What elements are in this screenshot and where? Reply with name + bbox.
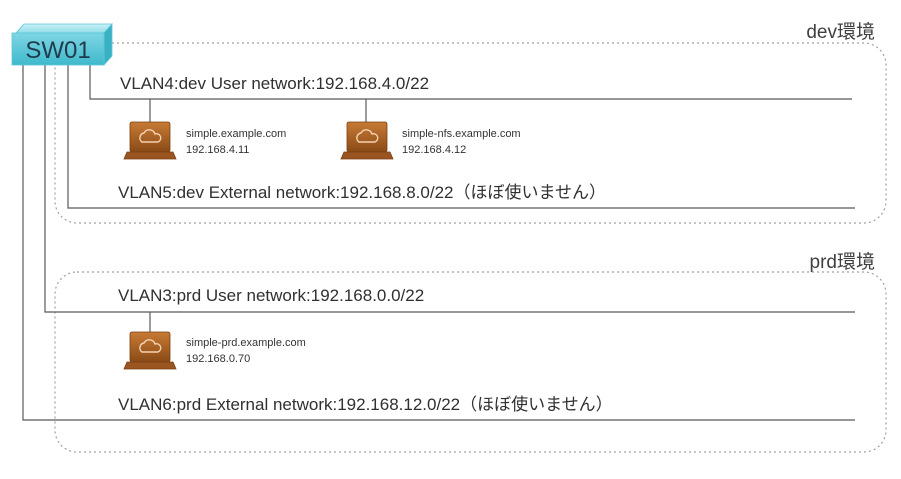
vlan6-link — [22, 64, 855, 421]
prd-environment-box — [54, 271, 887, 453]
vlan4-link — [89, 62, 852, 100]
switch-icon: SW01 — [11, 22, 113, 67]
vlan3-label: VLAN3:prd User network:192.168.0.0/22 — [118, 286, 424, 305]
dev-environment-label: dev環境 — [806, 21, 875, 43]
server-icon — [123, 331, 177, 370]
host-name: simple-nfs.example.com — [402, 128, 521, 140]
vlan5-label: VLAN5:dev External network:192.168.8.0/2… — [118, 182, 606, 202]
host-ip: 192.168.4.12 — [402, 144, 466, 156]
vlan4-label: VLAN4:dev User network:192.168.4.0/22 — [120, 74, 429, 93]
host-ip: 192.168.4.11 — [186, 144, 249, 156]
vlan5-link — [67, 64, 855, 209]
server-icon — [340, 121, 394, 160]
switch-label: SW01 — [25, 37, 90, 64]
vlan6-label: VLAN6:prd External network:192.168.12.0/… — [118, 394, 613, 414]
server-icon — [123, 121, 177, 160]
host-ip: 192.168.0.70 — [186, 353, 250, 365]
dev-environment-box — [54, 42, 887, 224]
host-name: simple.example.com — [186, 128, 286, 140]
vlan3-link — [44, 64, 855, 313]
host-name: simple-prd.example.com — [186, 337, 306, 349]
prd-environment-label: prd環境 — [810, 251, 875, 273]
